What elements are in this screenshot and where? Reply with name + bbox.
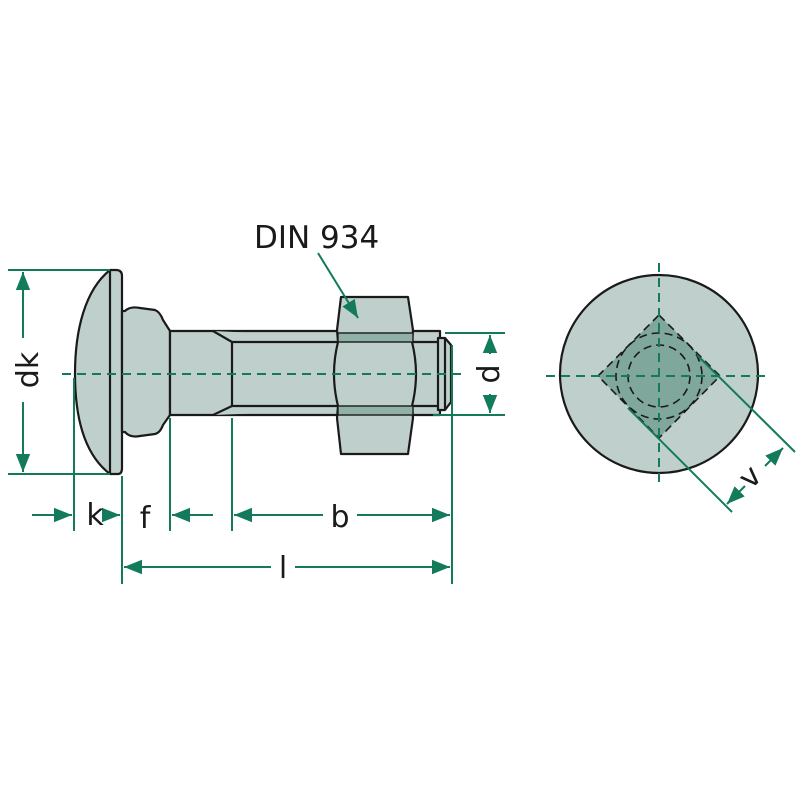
dim-label-f: f xyxy=(140,501,152,536)
dim-label-d: d xyxy=(472,364,507,383)
bolt-side-view xyxy=(62,268,462,476)
bolt-square-neck xyxy=(120,306,172,438)
nut-band-top xyxy=(337,332,414,343)
nut-band-bottom xyxy=(337,405,414,416)
dim-label-dk: dk xyxy=(11,351,46,388)
bolt-top-view: v xyxy=(546,263,796,513)
nut-standard-label: DIN 934 xyxy=(254,220,379,256)
dim-label-l: l xyxy=(279,551,287,586)
dim-label-b: b xyxy=(330,500,349,535)
dimensions-side: dk d k f b l DIN 934 xyxy=(8,220,507,586)
hex-nut xyxy=(332,295,418,456)
bolt-head xyxy=(73,268,124,476)
dim-label-k: k xyxy=(86,498,104,533)
dim-label-v: v xyxy=(732,459,769,496)
nut-leader-arrow xyxy=(317,252,359,319)
